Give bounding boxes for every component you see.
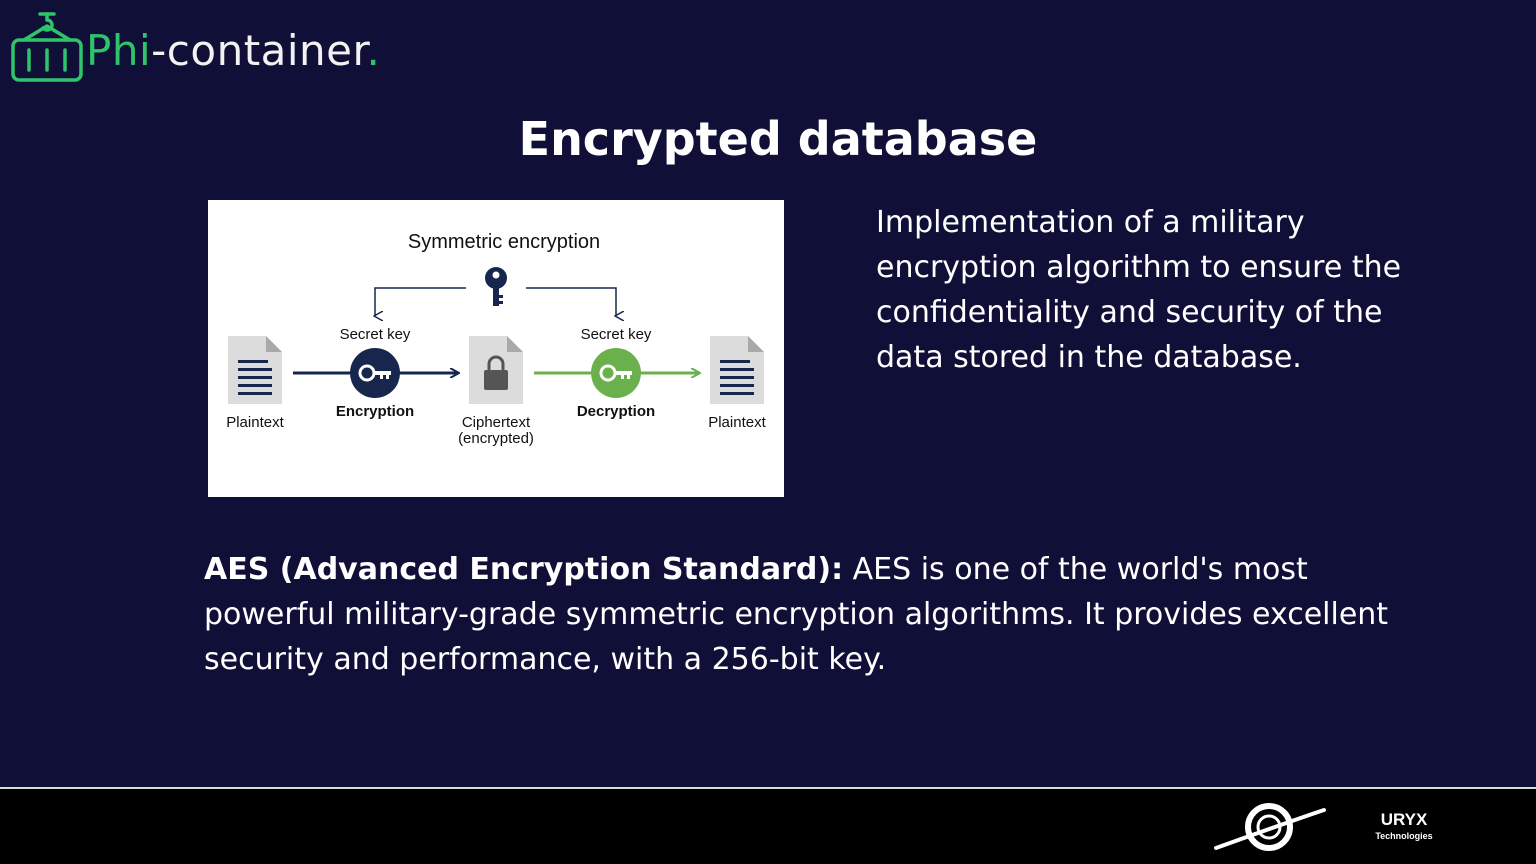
secret-key-label-right: Secret key [581, 326, 652, 343]
key-icon [485, 267, 507, 306]
aes-paragraph: AES (Advanced Encryption Standard): AES … [204, 547, 1424, 682]
container-icon [11, 12, 83, 82]
plaintext-label-left: Plaintext [226, 414, 284, 431]
document-icon-left [228, 336, 282, 404]
page-title: Encrypted database [518, 112, 1038, 166]
encryption-label: Encryption [336, 403, 414, 420]
document-icon-right [710, 336, 764, 404]
brand-name: URYX [1380, 810, 1428, 829]
brand: URYX Technologies [1360, 810, 1448, 842]
decryption-label: Decryption [577, 403, 655, 420]
secret-key-label-left: Secret key [340, 326, 411, 343]
aes-label: AES (Advanced Encryption Standard): [204, 552, 844, 587]
footer-divider [0, 787, 1536, 789]
logo-text: Phi-container. [86, 25, 381, 75]
encryption-key-icon [350, 348, 400, 398]
aes-text: AES is one of the world's most powerful … [204, 552, 1389, 677]
key-line-left [375, 287, 466, 316]
uryx-logo-icon [1214, 803, 1326, 851]
ciphertext-label: Ciphertext [462, 414, 531, 431]
ciphertext-sublabel: (encrypted) [458, 430, 534, 447]
key-line-right [526, 287, 616, 316]
description-text: Implementation of a military encryption … [876, 205, 1402, 375]
brand-subtitle: Technologies [1375, 831, 1433, 841]
plaintext-label-right: Plaintext [708, 414, 766, 431]
diagram-title: Symmetric encryption [408, 231, 600, 253]
logo: Phi-container. [10, 10, 380, 86]
symmetric-encryption-diagram: Symmetric encryption Secret key Secret k… [208, 200, 784, 497]
decryption-key-icon [591, 348, 641, 398]
locked-document-icon [469, 336, 523, 404]
